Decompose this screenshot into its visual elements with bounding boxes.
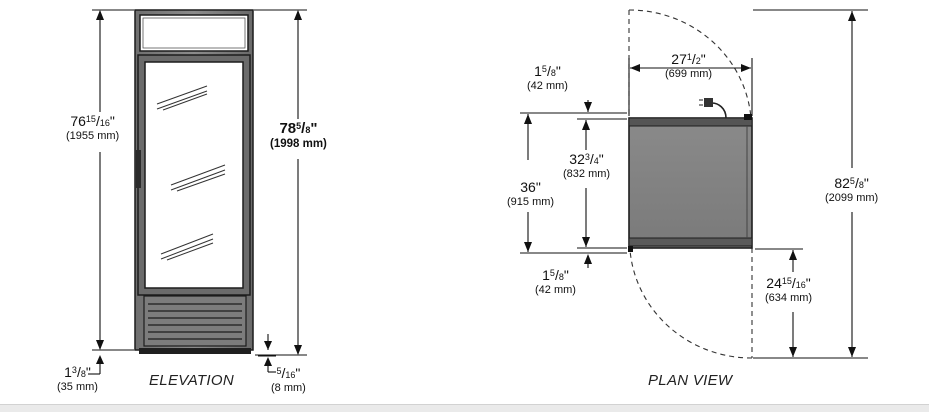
plan-view-caption: PLAN VIEW xyxy=(648,372,733,389)
dim-overall-depth: 36" (915 mm) xyxy=(507,179,555,208)
elevation-view xyxy=(88,9,307,375)
page-bottom-bar xyxy=(0,404,929,412)
dim-door-swing-front: 2415/16" (634 mm) xyxy=(765,275,813,304)
dim-front-clearance: 15/8" (42 mm) xyxy=(535,267,576,296)
refrigerator-elevation xyxy=(134,9,254,354)
dim-height-with-legs: 785/8" (1998 mm) xyxy=(270,120,327,150)
dim-rear-clearance: 15/8" (42 mm) xyxy=(527,63,568,92)
dim-width: 271/2" (699 mm) xyxy=(665,51,713,80)
dim-overall-height: 7615/16" (1955 mm) xyxy=(66,113,120,142)
elevation-arrowheads xyxy=(96,10,302,366)
elevation-caption: ELEVATION xyxy=(149,372,234,389)
dim-leg-height: 13/8" (35 mm) xyxy=(57,364,98,393)
dim-door-swing-depth: 825/8" (2099 mm) xyxy=(825,175,879,204)
plan-arrowheads xyxy=(524,11,856,357)
dim-cabinet-depth: 323/4" (832 mm) xyxy=(563,151,611,180)
dim-leg-offset: 5/16" (8 mm) xyxy=(271,365,306,394)
plan-view xyxy=(520,9,868,359)
refrigerator-plan xyxy=(628,98,753,252)
